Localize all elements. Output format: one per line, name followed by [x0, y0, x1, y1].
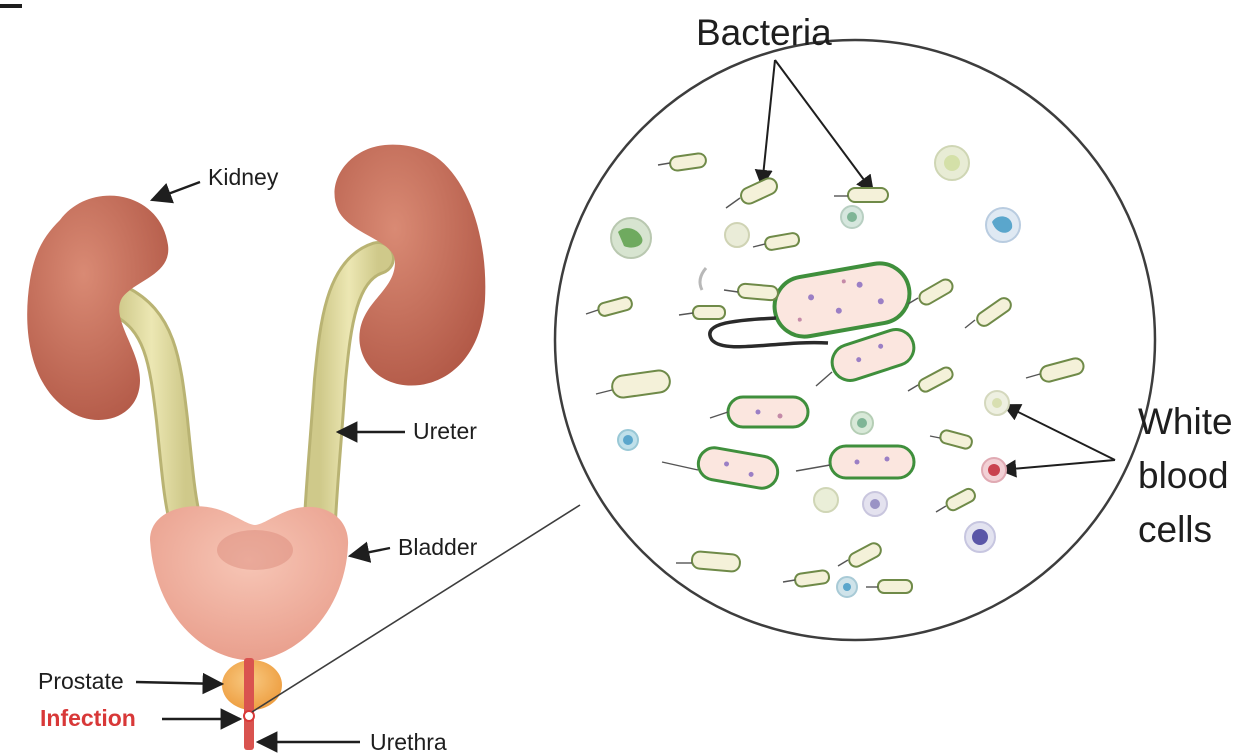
bacterium-small [691, 551, 740, 572]
cell-nucleus [847, 212, 857, 222]
infection-label: Infection [40, 707, 136, 730]
left-ureter [118, 300, 185, 520]
cell-nucleus [992, 398, 1002, 408]
bladder-arrow [350, 548, 390, 556]
magnified-view-circle [555, 40, 1155, 640]
white-blood-cells-label-line: blood [1138, 449, 1233, 503]
ureter-label: Ureter [413, 420, 477, 443]
bladder-shading [217, 530, 293, 570]
cell-nucleus [857, 418, 867, 428]
bacterium-small [878, 580, 912, 593]
cell-nucleus [623, 435, 633, 445]
urethra-label: Urethra [370, 731, 447, 754]
bacteria-label: Bacteria [696, 14, 832, 51]
bacterium-small [848, 188, 888, 202]
cell-nucleus [843, 583, 851, 591]
bladder [150, 506, 348, 660]
white-blood-cells-label-line: White [1138, 395, 1233, 449]
bacterium-small [737, 283, 778, 300]
prostate-label: Prostate [38, 670, 124, 693]
cell-nucleus [944, 155, 960, 171]
cell-nucleus [972, 529, 988, 545]
kidney-label: Kidney [208, 166, 278, 189]
white-blood-cells-label: White blood cells [1138, 395, 1233, 557]
bladder-label: Bladder [398, 536, 477, 559]
bacterium-small [693, 306, 725, 319]
bacterium-medium [728, 397, 808, 427]
white-blood-cell [814, 488, 838, 512]
cell-nucleus [870, 499, 880, 509]
prostate-arrow [136, 682, 222, 684]
bacterium-medium [830, 446, 914, 478]
white-blood-cells-label-line: cells [1138, 503, 1233, 557]
cell-nucleus [988, 464, 1000, 476]
kidney-arrow [152, 182, 200, 200]
white-blood-cell [725, 223, 749, 247]
urethra [244, 658, 254, 750]
